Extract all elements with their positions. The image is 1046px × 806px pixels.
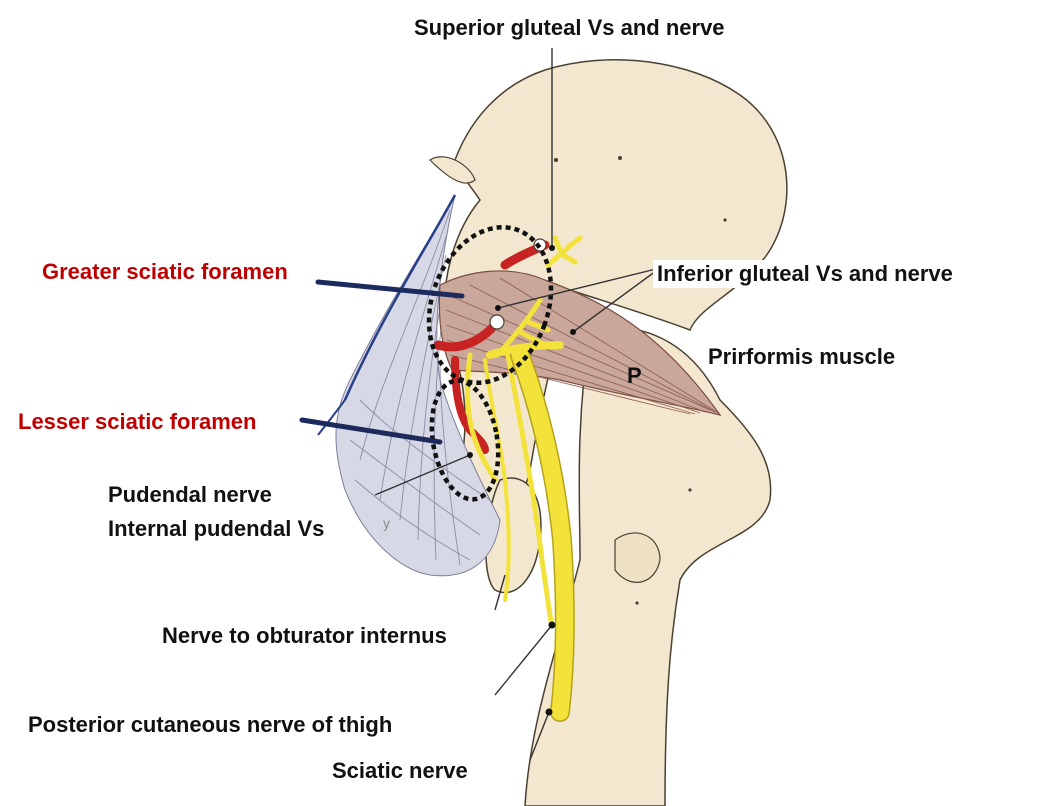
bone-mark <box>554 158 558 162</box>
label-superior-gluteal: Superior gluteal Vs and nerve <box>410 14 729 42</box>
iliac-spine <box>429 156 476 184</box>
bone-mark <box>635 601 639 605</box>
piriformis-fibers <box>445 277 719 415</box>
bone-mark <box>618 156 622 160</box>
bone-mark <box>688 488 692 492</box>
label-nerve-to-obturator: Nerve to obturator internus <box>158 622 451 650</box>
sciatic-nerve-root <box>486 341 564 359</box>
sacrotuberous-ligament <box>335 194 501 577</box>
lesser-trochanter <box>614 532 661 583</box>
lesser-sciatic-foramen-outline <box>429 378 501 502</box>
posterior-cutaneous-nerve <box>505 352 555 628</box>
nerve-to-obturator-internus <box>483 358 511 602</box>
faint-letter: y <box>383 515 390 531</box>
label-lesser-sciatic-foramen: Lesser sciatic foramen <box>18 409 257 434</box>
leader-inferior-gluteal-a <box>497 267 661 309</box>
piriformis-marker: P <box>627 363 642 388</box>
sciatic-nerve-fill <box>511 346 574 721</box>
leader-posterior-cutaneous <box>494 624 553 696</box>
leader-pudendal <box>374 454 471 496</box>
superior-gluteal-nerve <box>545 235 583 268</box>
label-pudendal-nerve: Pudendal nerve <box>104 481 276 509</box>
bone-mark <box>723 218 727 222</box>
leader-lines <box>374 48 661 761</box>
label-inferior-gluteal: Inferior gluteal Vs and nerve <box>653 260 957 288</box>
label-greater-sciatic-foramen: Greater sciatic foramen <box>42 259 288 284</box>
inferior-gluteal-vessel-cut <box>489 314 505 330</box>
leader-obturator <box>494 574 506 611</box>
leader-dots <box>467 245 576 716</box>
lesser-foramen-pointer <box>299 417 443 445</box>
label-posterior-cutaneous: Posterior cutaneous nerve of thigh <box>24 711 397 739</box>
label-piriformis-muscle: Prirformis muscle <box>704 343 900 371</box>
leader-sciatic <box>529 711 550 761</box>
label-internal-pudendal: Internal pudendal Vs <box>104 515 329 543</box>
label-sciatic-nerve: Sciatic nerve <box>328 757 472 785</box>
greater-foramen-pointer <box>315 279 465 299</box>
leader-inferior-gluteal-b <box>572 267 661 333</box>
inferior-gluteal-artery <box>433 323 497 352</box>
